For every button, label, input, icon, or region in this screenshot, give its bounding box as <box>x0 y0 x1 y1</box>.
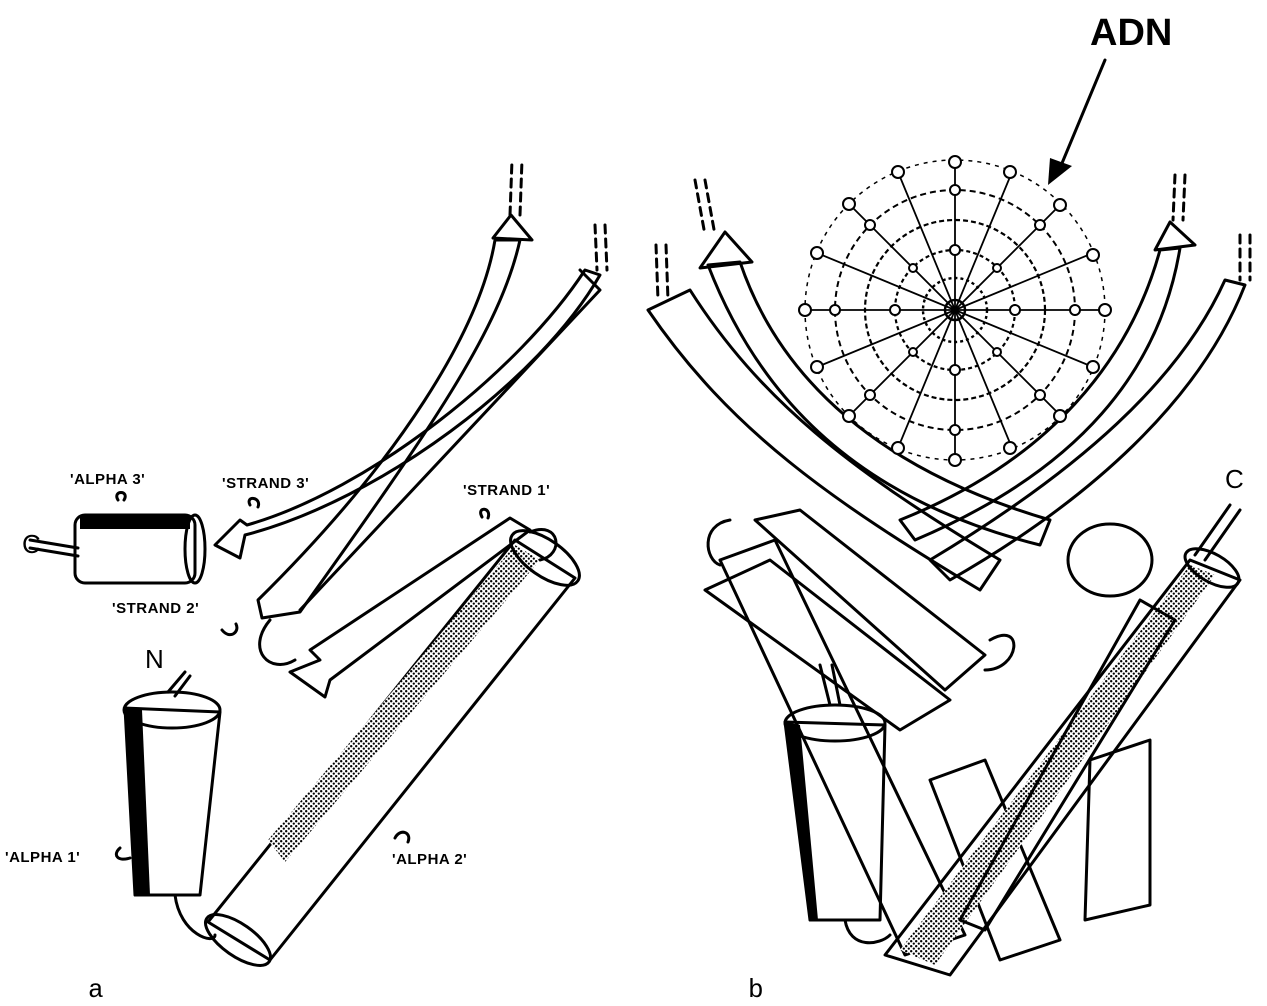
c-terminus-tail <box>1195 505 1240 560</box>
strand-b-left-1 <box>648 290 1000 590</box>
label-n-terminus: N <box>145 644 164 674</box>
back-helix-right <box>1085 740 1150 920</box>
hatched-helix-2 <box>755 510 985 690</box>
front-long-helix <box>885 541 1245 975</box>
dna-molecule <box>799 156 1111 466</box>
strand1 <box>260 225 607 697</box>
label-alpha1: 'ALPHA 1' <box>5 849 80 866</box>
label-strand3: 'STRAND 3' <box>222 475 309 492</box>
label-strand2: 'STRAND 2' <box>112 600 199 617</box>
strand-b-right-2-arrow <box>1155 222 1195 250</box>
label-strand1: 'STRAND 1' <box>463 482 550 499</box>
panel-a: 'ALPHA 3' 'STRAND 3' 'STRAND 1' 'STRAND … <box>5 160 607 1005</box>
strand2 <box>258 160 532 618</box>
panel-a-label: a <box>88 975 104 1005</box>
panel-b: ADN C b <box>648 12 1250 1005</box>
label-c-terminus-b: C <box>1225 464 1244 494</box>
back-helix-left <box>720 540 965 955</box>
label-c-terminus-a: C <box>22 529 41 559</box>
alpha2-helix <box>198 520 588 975</box>
label-dna: ADN <box>1090 12 1172 54</box>
loop-b-3 <box>845 920 890 943</box>
dna-pointer-arrow <box>1060 60 1105 168</box>
alpha3-helix <box>30 515 205 583</box>
label-alpha2: 'ALPHA 2' <box>392 851 467 868</box>
alpha1-helix <box>124 672 220 895</box>
strand3 <box>215 270 600 558</box>
panel-b-label: b <box>748 975 764 1005</box>
label-alpha3: 'ALPHA 3' <box>70 471 145 488</box>
loop-b-1 <box>985 635 1014 670</box>
hatched-helix-cap <box>1068 524 1152 596</box>
